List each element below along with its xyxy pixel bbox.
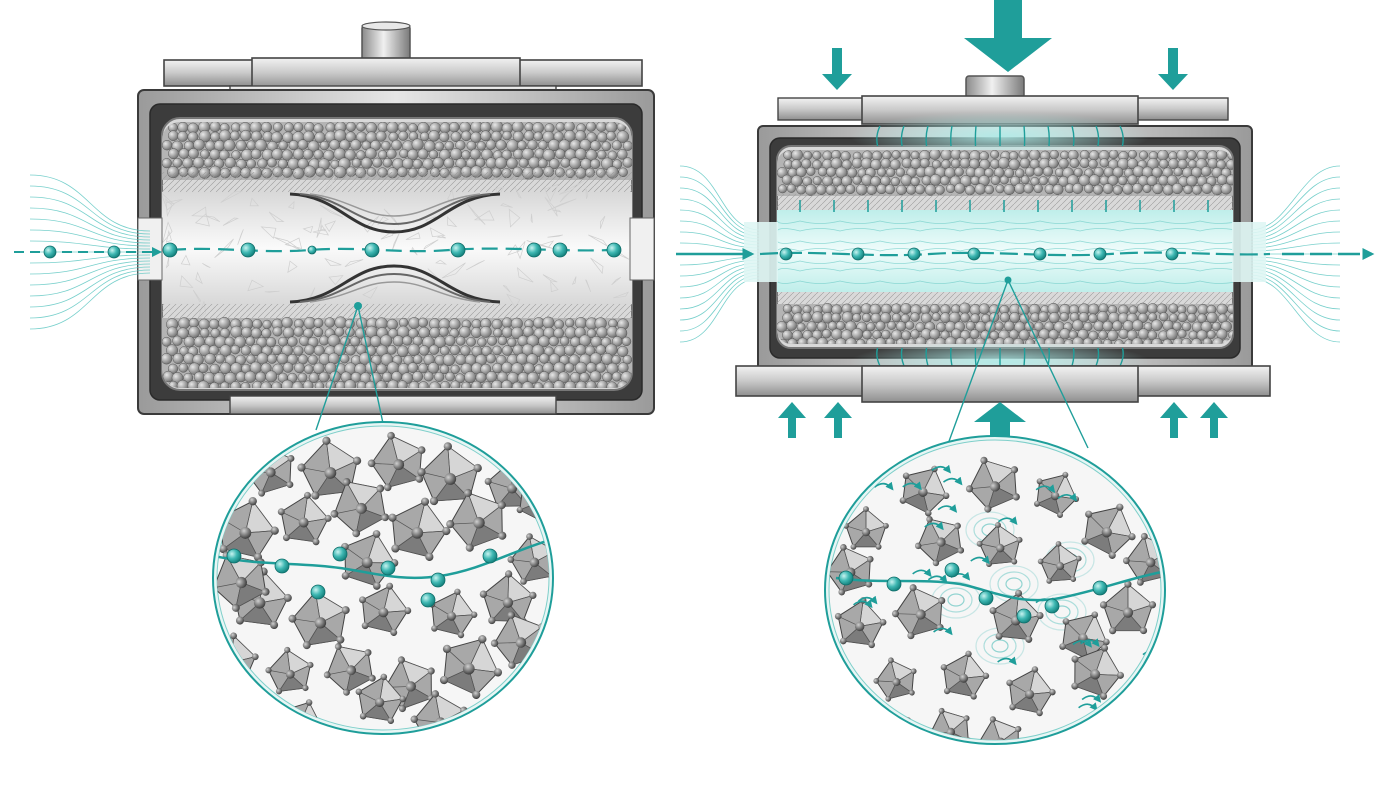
octahedron-crystal-icon xyxy=(1071,644,1125,700)
ion-sphere-icon xyxy=(886,576,902,592)
pressure-arrow-icon xyxy=(824,402,852,438)
ion-sphere-icon xyxy=(380,560,396,576)
ion-sphere-icon xyxy=(310,584,326,600)
ion-sphere-icon xyxy=(420,592,436,608)
octahedron-crystal-icon xyxy=(265,646,314,695)
octahedron-crystal-icon xyxy=(1081,503,1136,559)
pressure-arrow-icon xyxy=(1158,48,1188,90)
octahedron-crystal-icon xyxy=(323,643,376,696)
ion-sphere-icon xyxy=(1016,608,1032,624)
octahedron-crystal-icon xyxy=(891,584,946,640)
pressure-arrow-icon xyxy=(964,0,1052,72)
ion-sphere-icon xyxy=(162,242,178,258)
right-cell xyxy=(676,0,1375,438)
electrode-particles xyxy=(777,150,1233,196)
octahedron-crystal-icon xyxy=(899,465,950,517)
ion-sphere-icon xyxy=(779,247,793,261)
ion-sphere-icon xyxy=(907,247,921,261)
octahedron-crystal-icon xyxy=(217,497,279,562)
octahedron-crystal-icon xyxy=(288,587,350,650)
ion-sphere-icon xyxy=(226,548,242,564)
ion-sphere-icon xyxy=(851,247,865,261)
ion-sphere-icon xyxy=(838,570,854,586)
ion-sphere-icon xyxy=(1093,247,1107,261)
pressure-arrow-icon xyxy=(1200,402,1228,438)
ion-sphere-icon xyxy=(944,562,960,578)
octahedron-crystal-icon xyxy=(277,491,332,546)
ion-sphere-icon xyxy=(107,245,121,259)
right-zoom-circle xyxy=(824,435,1166,745)
ion-sphere-icon xyxy=(274,558,290,574)
ion-sphere-icon xyxy=(526,242,542,258)
ion-sphere-icon xyxy=(1044,598,1060,614)
ion-sphere-icon xyxy=(450,242,466,258)
octahedron-crystal-icon xyxy=(388,497,451,561)
pressure-arrow-icon xyxy=(822,48,852,90)
ion-sphere-icon xyxy=(332,546,348,562)
ion-sphere-icon xyxy=(1165,247,1179,261)
ion-sphere-icon xyxy=(552,242,568,258)
ion-sphere-icon xyxy=(307,245,317,255)
left-zoom-circle xyxy=(212,421,554,735)
left-cell xyxy=(14,21,655,415)
octahedron-crystal-icon xyxy=(976,522,1023,568)
pressure-arrow-icon xyxy=(778,402,806,438)
ion-sphere-icon xyxy=(364,242,380,258)
ion-sphere-icon xyxy=(967,247,981,261)
octahedron-crystal-icon xyxy=(873,657,917,702)
octahedron-crystal-icon xyxy=(843,506,889,550)
ion-sphere-icon xyxy=(978,590,994,606)
octahedron-crystal-icon xyxy=(1037,541,1082,584)
ion-sphere-icon xyxy=(1092,580,1108,596)
ion-sphere-icon xyxy=(430,572,446,588)
octahedron-crystal-icon xyxy=(446,488,507,552)
octahedron-crystal-icon xyxy=(965,456,1020,513)
octahedron-crystal-icon xyxy=(940,650,990,700)
octahedron-crystal-icon xyxy=(1006,666,1056,717)
electrode-particles xyxy=(162,122,632,180)
ion-sphere-icon xyxy=(43,245,57,259)
electrode-particles xyxy=(777,302,1233,344)
octahedron-crystal-icon xyxy=(367,431,426,492)
pressure-arrow-icon xyxy=(1160,402,1188,438)
octahedron-crystal-icon xyxy=(428,588,478,639)
pressure-arrow-icon xyxy=(974,402,1026,438)
bottom-plate xyxy=(229,395,557,415)
octahedron-crystal-icon xyxy=(330,477,390,538)
octahedron-crystal-icon xyxy=(507,533,549,585)
octahedron-crystal-icon xyxy=(439,635,503,699)
octahedron-crystal-icon xyxy=(1034,471,1080,518)
terminal-knob xyxy=(965,75,1025,99)
ion-sphere-icon xyxy=(482,548,498,564)
ion-sphere-icon xyxy=(606,242,622,258)
octahedron-crystal-icon xyxy=(1059,611,1110,663)
octahedron-crystal-icon xyxy=(341,530,399,590)
octahedron-crystal-icon xyxy=(1099,580,1157,635)
octahedron-crystal-icon xyxy=(359,582,412,636)
octahedron-crystal-icon xyxy=(355,673,406,725)
ion-sphere-icon xyxy=(1033,247,1047,261)
ion-sphere-icon xyxy=(240,242,256,258)
